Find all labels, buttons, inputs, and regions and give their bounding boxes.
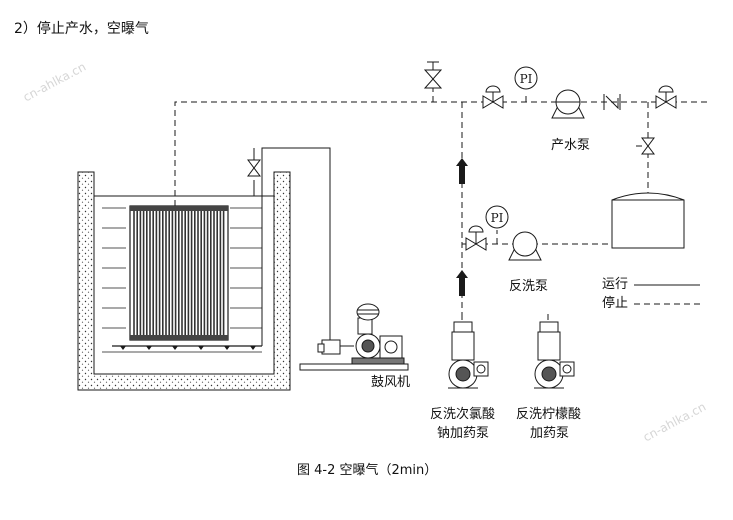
- membrane-module-icon: [129, 205, 229, 341]
- dosing-pump-icon: [534, 321, 575, 389]
- air-line-running: [253, 147, 331, 346]
- legend-running-label: 运行: [602, 277, 629, 292]
- product-pump-label: 产水泵: [551, 138, 591, 153]
- pump-icon: [508, 231, 542, 261]
- legend: [634, 284, 700, 305]
- valve-icon: [423, 61, 443, 89]
- valve-icon: [655, 85, 677, 109]
- pressure-gauge-icon: PI: [514, 66, 538, 90]
- valve-icon: [465, 225, 487, 251]
- valve-icon: [247, 159, 261, 177]
- valve-icon: [636, 137, 655, 155]
- hypochlorite-pump-label-line2: 钠加药泵: [437, 426, 490, 441]
- figure-caption: 图 4-2 空曝气（2min）: [297, 463, 438, 478]
- citric-pump-label-line1: 反洗柠檬酸: [516, 407, 582, 422]
- flow-arrow-icon: [456, 158, 468, 184]
- membrane-tank: [77, 171, 291, 391]
- pi-label: PI: [491, 211, 504, 225]
- pump-icon: [551, 89, 585, 119]
- pi-label: PI: [520, 72, 533, 86]
- blower-icon: [299, 303, 409, 371]
- water-tank-icon: [611, 192, 685, 249]
- flow-arrow-icon: [456, 270, 468, 296]
- dosing-pump-icon: [448, 321, 489, 389]
- step-title: 2）停止产水，空曝气: [14, 21, 149, 37]
- citric-pump-label-line2: 加药泵: [530, 426, 570, 441]
- legend-stopped-label: 停止: [602, 296, 629, 311]
- pressure-gauge-icon: PI: [485, 205, 509, 229]
- valve-icon: [482, 85, 504, 109]
- check-valve-icon: [603, 94, 621, 110]
- backwash-pump-label: 反洗泵: [509, 279, 549, 294]
- aeration-diffuser: [112, 345, 262, 350]
- blower-label: 鼓风机: [371, 375, 411, 390]
- hypochlorite-pump-label-line1: 反洗次氯酸: [430, 407, 496, 422]
